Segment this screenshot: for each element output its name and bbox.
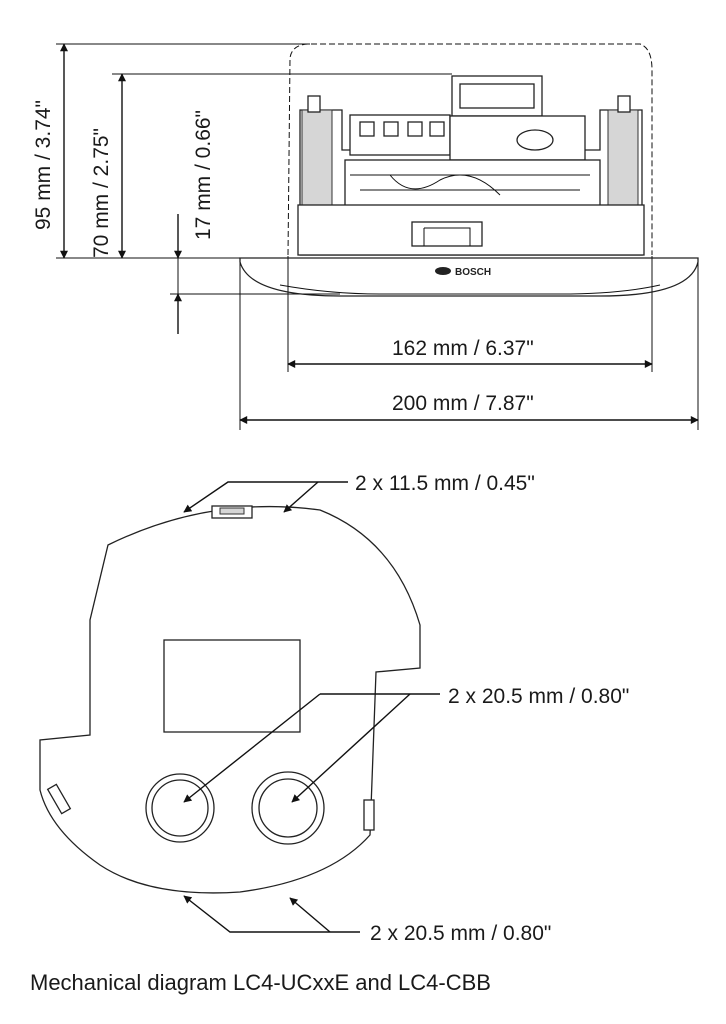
label-plate bbox=[163, 639, 301, 733]
right-screw bbox=[617, 95, 631, 113]
diagram-caption: Mechanical diagram LC4-UCxxE and LC4-CBB bbox=[30, 970, 491, 995]
leader-center-right bbox=[291, 693, 411, 803]
terminal-2 bbox=[383, 121, 399, 137]
baffle-window bbox=[411, 221, 483, 247]
left-screw bbox=[307, 95, 321, 113]
top-knockout-clip-inner bbox=[219, 507, 245, 515]
brand-mark: BOSCH bbox=[455, 267, 491, 278]
leader-bottom-right bbox=[289, 897, 331, 933]
dim-body-height-label: 70 mm / 2.75" bbox=[90, 128, 113, 258]
terminal-1 bbox=[359, 121, 375, 137]
leader-bottom-left bbox=[183, 895, 360, 933]
baffle-window-inner bbox=[423, 227, 471, 246]
capacitor bbox=[516, 129, 554, 151]
dim-flange-height-label: 17 mm / 0.66" bbox=[192, 110, 215, 240]
transformer-core bbox=[459, 83, 535, 109]
left-side-clip bbox=[46, 783, 72, 815]
back-box-view: 2 x 11.5 mm / 0.45" 2 x 20.5 mm / 0.80" … bbox=[39, 472, 629, 945]
side-view: BOSCH 95 mm / 3.74" 70 mm / 2.75" 17 mm … bbox=[32, 43, 699, 430]
wiring bbox=[389, 174, 501, 196]
right-side-clip bbox=[363, 799, 375, 831]
leader-top-left bbox=[183, 481, 348, 513]
bosch-logo-icon bbox=[435, 267, 451, 275]
driver-chassis bbox=[344, 159, 601, 211]
knockout-right-inner bbox=[258, 778, 318, 838]
dim-center-knockouts-label: 2 x 20.5 mm / 0.80" bbox=[448, 685, 629, 708]
terminal-4 bbox=[429, 121, 445, 137]
dim-inner-width-label: 162 mm / 6.37" bbox=[392, 337, 534, 360]
leader-top-right bbox=[283, 481, 319, 513]
knockout-left-inner bbox=[151, 779, 209, 837]
dim-top-knockouts-label: 2 x 11.5 mm / 0.45" bbox=[355, 472, 535, 495]
dim-bottom-knockouts-label: 2 x 20.5 mm / 0.80" bbox=[370, 922, 551, 945]
leader-center-left bbox=[183, 693, 321, 803]
dim-total-height-label: 95 mm / 3.74" bbox=[32, 100, 55, 230]
terminal-3 bbox=[407, 121, 423, 137]
grille-edge bbox=[279, 284, 661, 295]
grille-flange bbox=[239, 257, 699, 297]
back-can-outline bbox=[287, 43, 653, 256]
dim-outer-width-label: 200 mm / 7.87" bbox=[392, 392, 534, 415]
